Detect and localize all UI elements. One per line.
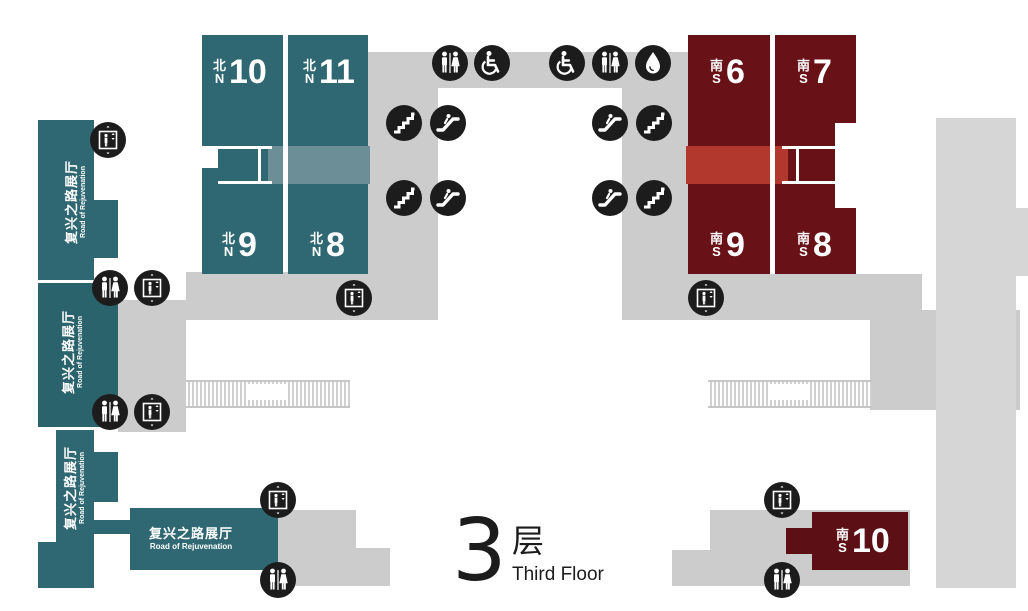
hall-n11[interactable] (288, 35, 368, 146)
water-drop-icon[interactable] (635, 45, 671, 81)
north-connector-line-3 (258, 146, 261, 184)
stairs-icon[interactable] (636, 180, 672, 216)
north-corridor-bottom (186, 272, 438, 320)
hall-n10[interactable] (202, 35, 283, 146)
south-connector-line-4 (770, 146, 775, 184)
hall-rejuvenation-3[interactable] (56, 430, 94, 542)
south-connector-line-1 (782, 146, 835, 149)
hall-rejuvenation-4[interactable] (130, 508, 278, 570)
elevator-icon[interactable] (336, 280, 372, 316)
escalator-icon[interactable] (430, 180, 466, 216)
stairs-icon[interactable] (386, 105, 422, 141)
north-connector-line-1 (218, 146, 272, 149)
southeast-extension (672, 550, 732, 586)
hall-rejuvenation-3-ext (94, 452, 118, 502)
restroom-icon[interactable] (260, 562, 296, 598)
restroom-icon[interactable] (764, 562, 800, 598)
east-tower-notch (996, 208, 1028, 276)
hall-rejuvenation-1-ext (94, 200, 118, 258)
elevator-icon[interactable] (90, 122, 126, 158)
stairs-icon[interactable] (386, 180, 422, 216)
south-connector-line-3 (796, 146, 799, 184)
north-connector-line-2 (218, 181, 272, 184)
hall-n8[interactable] (288, 184, 368, 274)
hall-s10-ext (786, 528, 816, 554)
restroom-icon[interactable] (432, 45, 468, 81)
wheelchair-icon[interactable] (549, 45, 585, 81)
hall-rejuvenation-4-link (94, 520, 130, 534)
elevator-icon[interactable] (134, 394, 170, 430)
hall-s10[interactable] (812, 512, 908, 570)
escalator-icon[interactable] (430, 105, 466, 141)
hall-n9[interactable] (202, 168, 283, 274)
escalator-icon[interactable] (592, 105, 628, 141)
west-hall-link (280, 520, 288, 528)
restroom-icon[interactable] (592, 45, 628, 81)
elevator-icon[interactable] (134, 270, 170, 306)
southwest-extension (340, 548, 390, 586)
hall-s7[interactable] (775, 35, 856, 123)
hall-s8-ext (775, 184, 835, 208)
elevator-icon[interactable] (688, 280, 724, 316)
east-tower (936, 118, 1016, 588)
hall-s8[interactable] (775, 208, 856, 274)
hall-rejuvenation-3-base (38, 542, 94, 588)
hall-s6[interactable] (688, 35, 770, 146)
south-connector-line-2 (782, 181, 835, 184)
elevator-icon[interactable] (764, 482, 800, 518)
floor-number: 3 (452, 501, 507, 601)
hall-s7-ext (775, 123, 835, 146)
escalator-icon[interactable] (592, 180, 628, 216)
floor-label-en: Third Floor (512, 564, 604, 585)
elevator-icon[interactable] (260, 482, 296, 518)
escalator-strip-west-gap (246, 384, 286, 400)
floor-label-zh: 层 (512, 523, 545, 559)
hall-rejuvenation-1[interactable] (38, 120, 94, 280)
stairs-icon[interactable] (636, 105, 672, 141)
restroom-icon[interactable] (92, 270, 128, 306)
north-connector-line-4 (283, 146, 288, 184)
restroom-icon[interactable] (92, 394, 128, 430)
hall-s9[interactable] (688, 184, 770, 274)
wheelchair-icon[interactable] (474, 45, 510, 81)
escalator-strip-east-gap (770, 384, 810, 400)
